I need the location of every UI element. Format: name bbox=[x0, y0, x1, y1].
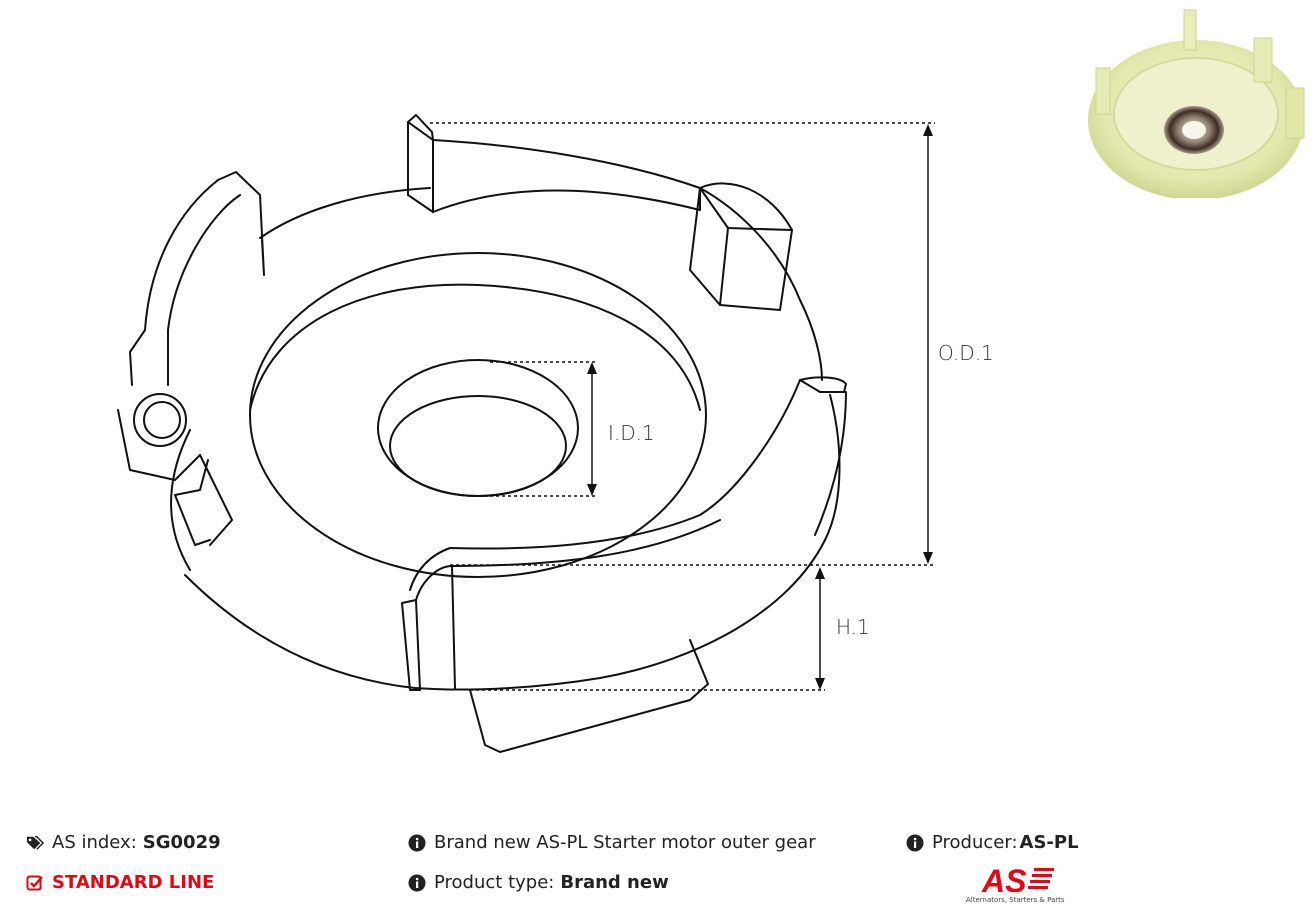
product-type-label: Product type: bbox=[434, 872, 555, 893]
producer-value: AS-PL bbox=[1019, 832, 1079, 853]
foot-tongue bbox=[469, 639, 709, 753]
clip-circle bbox=[133, 393, 187, 447]
tags-icon bbox=[26, 834, 44, 852]
od-label: O.D.1 bbox=[938, 341, 994, 365]
producer-label: Producer: bbox=[932, 832, 1018, 853]
center-hole-inner bbox=[389, 395, 567, 497]
product-type-value: Brand new bbox=[560, 872, 669, 893]
producer-row: Producer: AS-PL bbox=[906, 832, 1079, 853]
standard-line-label: STANDARD LINE bbox=[52, 872, 215, 893]
info-circle-icon bbox=[408, 834, 426, 852]
check-square-icon bbox=[26, 874, 44, 892]
technical-drawing: O.D.1 I.D.1 H.1 bbox=[117, 114, 994, 753]
tab-left bbox=[217, 171, 265, 276]
tab-right bbox=[799, 376, 847, 393]
id-label: I.D.1 bbox=[608, 421, 655, 445]
product-type-row: Product type: Brand new bbox=[408, 872, 669, 893]
top-ring-outer bbox=[259, 187, 431, 239]
logo-text: AS bbox=[981, 863, 1027, 899]
product-photo bbox=[1088, 9, 1305, 198]
info-circle-icon bbox=[906, 834, 924, 852]
h-label: H.1 bbox=[836, 615, 870, 639]
as-pl-logo: AS bbox=[981, 863, 1054, 899]
tab-bottom bbox=[401, 599, 421, 691]
inner-rim-arc bbox=[170, 429, 191, 571]
tab-upper-right bbox=[689, 187, 729, 306]
as-index-label: AS index: bbox=[52, 832, 137, 853]
info-circle-icon bbox=[408, 874, 426, 892]
logo-tagline: Alternators, Starters & Parts bbox=[966, 896, 1065, 904]
tab-top bbox=[407, 121, 434, 213]
standard-line-row: STANDARD LINE bbox=[26, 872, 214, 893]
as-index-row: AS index: SG0029 bbox=[26, 832, 221, 853]
description-text: Brand new AS-PL Starter motor outer gear bbox=[434, 832, 816, 853]
inner-bowl bbox=[249, 252, 707, 578]
outer-rim bbox=[184, 394, 841, 691]
as-index-value: SG0029 bbox=[142, 832, 221, 853]
description-row: Brand new AS-PL Starter motor outer gear bbox=[408, 832, 816, 853]
